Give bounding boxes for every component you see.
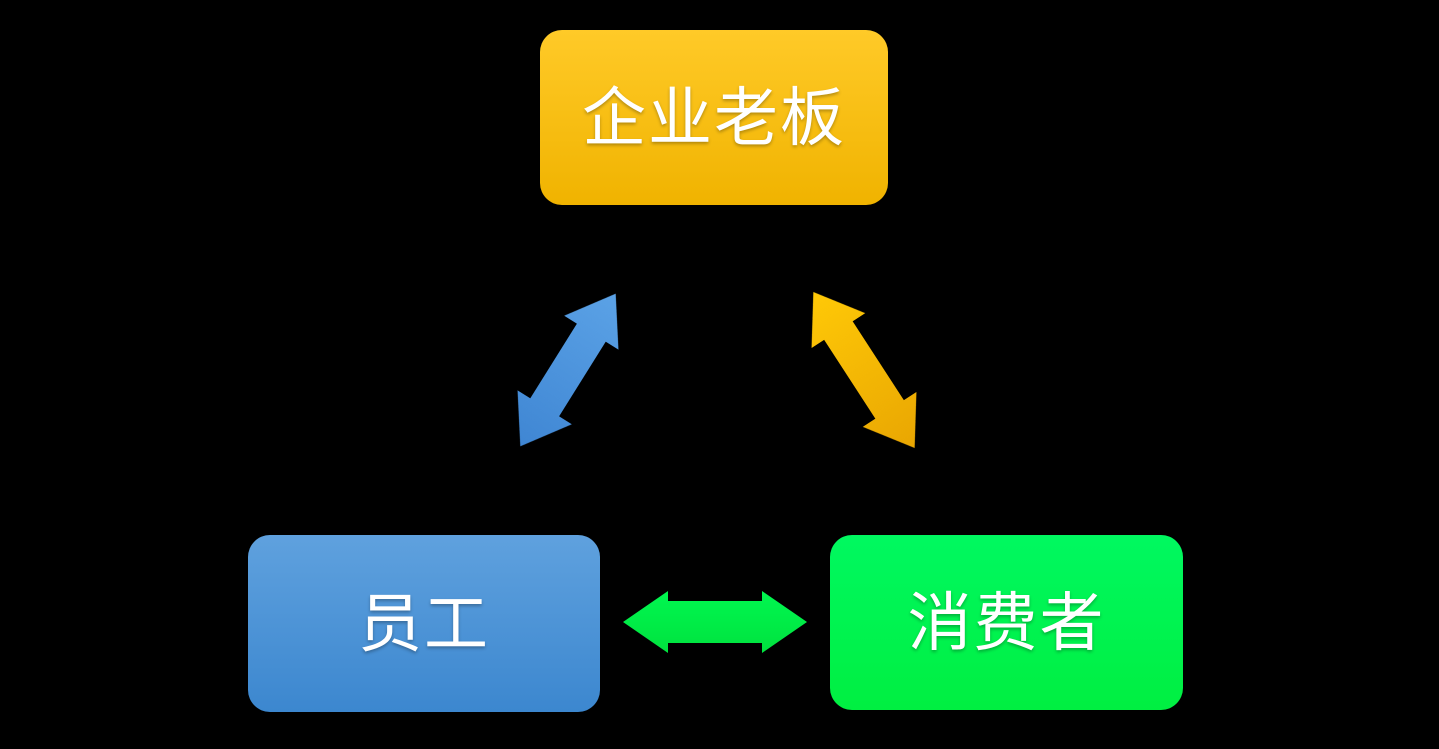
node-consumer[interactable]: 消费者 (830, 535, 1183, 710)
node-boss-label: 企业老板 (582, 81, 846, 154)
node-boss[interactable]: 企业老板 (540, 30, 888, 205)
double-arrow-boss-employee-icon[interactable] (493, 277, 643, 464)
double-arrow-boss-consumer-icon[interactable] (787, 275, 942, 466)
node-employee-label: 员工 (358, 587, 490, 660)
node-employee[interactable]: 员工 (248, 535, 600, 712)
node-consumer-label: 消费者 (907, 586, 1106, 659)
double-arrow-employee-consumer-icon[interactable] (623, 591, 807, 653)
